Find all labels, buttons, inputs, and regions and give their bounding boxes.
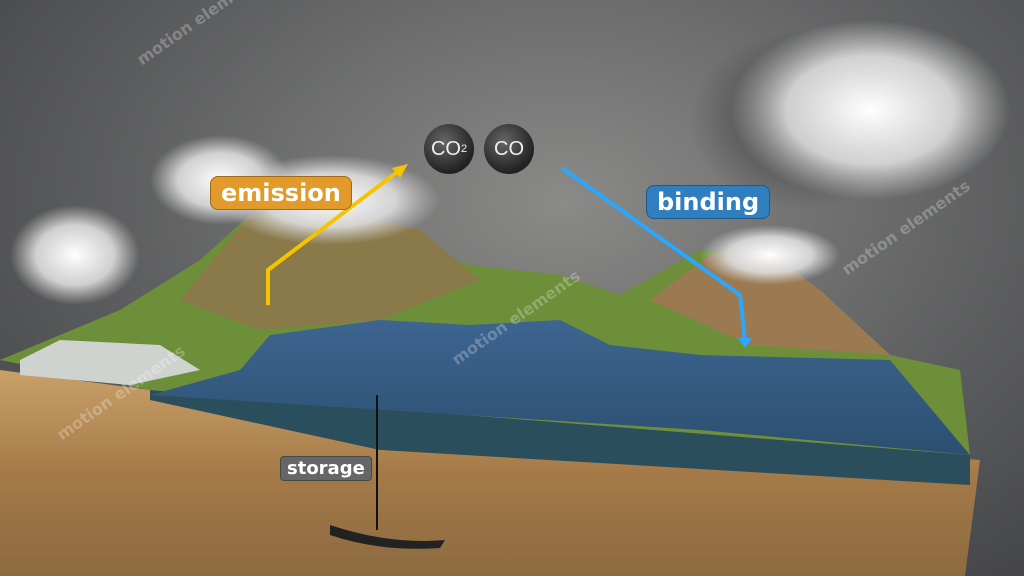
emission-label: emission [210, 176, 352, 210]
soil-block [0, 370, 980, 576]
binding-label: binding [646, 185, 771, 219]
emission-arrow [266, 168, 402, 305]
co2-subscript: 2 [460, 143, 468, 155]
mountain [180, 210, 480, 330]
binding-arrow [560, 166, 747, 341]
co2-text: CO [430, 137, 461, 160]
co-text: CO [494, 137, 524, 160]
sea-side [150, 390, 970, 485]
sea [150, 320, 970, 455]
city [20, 340, 200, 385]
co-molecule: CO [484, 124, 534, 174]
storage-label: storage [280, 456, 372, 481]
